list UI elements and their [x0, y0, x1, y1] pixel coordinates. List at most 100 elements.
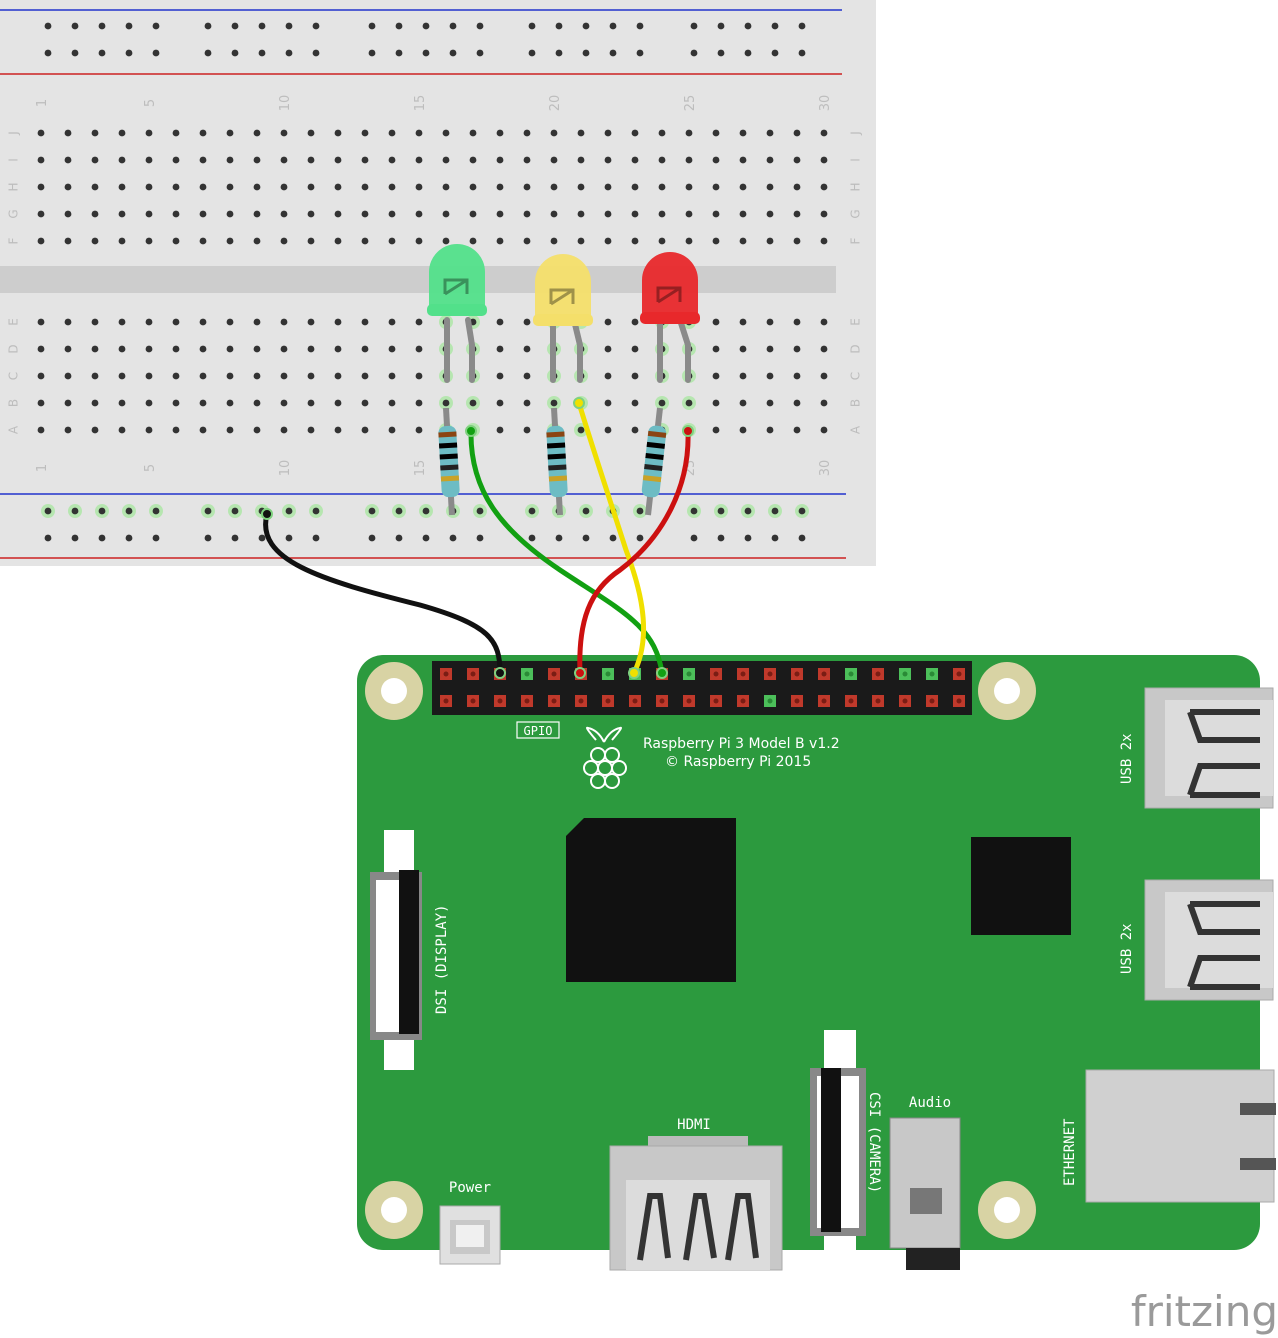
gpio-pin-hole — [767, 671, 773, 677]
breadboard-hole — [685, 129, 693, 137]
breadboard-hole — [368, 22, 376, 30]
breadboard-hole — [793, 426, 801, 434]
breadboard-hole — [739, 237, 747, 245]
breadboard-hole — [37, 426, 45, 434]
breadboard-hole — [64, 426, 72, 434]
led-base — [533, 314, 593, 326]
breadboard-hole — [231, 22, 239, 30]
breadboard-hole — [469, 183, 477, 191]
led-leg — [677, 317, 691, 383]
breadboard-hole — [71, 22, 79, 30]
breadboard-hole — [820, 210, 828, 218]
resistor-band — [642, 475, 662, 483]
breadboard-hole — [609, 49, 617, 57]
breadboard-hole — [258, 534, 266, 542]
resistor — [641, 407, 667, 516]
breadboard-hole — [118, 399, 126, 407]
breadboard-hole — [64, 210, 72, 218]
breadboard-hole — [577, 237, 585, 245]
breadboard-hole — [37, 237, 45, 245]
breadboard-hole — [550, 156, 558, 164]
resistor-band — [438, 442, 458, 449]
breadboard-hole — [798, 22, 806, 30]
breadboard-hole — [766, 345, 774, 353]
dsi-ribbon — [399, 870, 419, 1034]
breadboard-hole — [125, 507, 133, 515]
breadboard-hole — [550, 129, 558, 137]
breadboard-hole — [253, 318, 261, 326]
gpio-pin-hole — [875, 671, 881, 677]
audio-jack-hole — [910, 1188, 942, 1214]
breadboard-hole — [712, 426, 720, 434]
breadboard-hole — [469, 399, 477, 407]
usb-slot-icon — [1187, 955, 1260, 990]
gpio-pin-hole — [470, 671, 476, 677]
breadboard-hole — [771, 534, 779, 542]
breadboard-hole — [172, 345, 180, 353]
breadboard-hole — [798, 49, 806, 57]
row-letter: J — [7, 131, 21, 136]
breadboard-hole — [388, 318, 396, 326]
breadboard-holes — [37, 22, 828, 542]
breadboard-hole — [280, 372, 288, 380]
breadboard-hole — [442, 399, 450, 407]
led-die — [656, 286, 682, 304]
breadboard-hole — [280, 156, 288, 164]
gpio-pin-hole — [605, 698, 611, 704]
breadboard-hole — [145, 129, 153, 137]
breadboard-hole — [280, 183, 288, 191]
gpio-pin-hole — [578, 698, 584, 704]
breadboard-hole — [37, 156, 45, 164]
breadboard-hole — [631, 399, 639, 407]
usb-controller-chip — [971, 837, 1071, 935]
column-number: 5 — [143, 99, 158, 107]
usb-slot-icon — [1187, 763, 1260, 798]
breadboard-hole — [118, 372, 126, 380]
breadboard-hole — [496, 318, 504, 326]
breadboard-hole — [550, 399, 558, 407]
breadboard-hole — [312, 507, 320, 515]
breadboard-hole — [631, 129, 639, 137]
breadboard-hole — [766, 237, 774, 245]
breadboard-hole — [793, 156, 801, 164]
breadboard-hole — [307, 318, 315, 326]
breadboard-hole — [226, 318, 234, 326]
breadboard-hole — [523, 399, 531, 407]
breadboard-hole — [685, 156, 693, 164]
gpio-pin-hole — [794, 671, 800, 677]
breadboard-hole — [172, 399, 180, 407]
breadboard-hole — [226, 156, 234, 164]
breadboard-hole — [739, 318, 747, 326]
breadboard-hole — [469, 210, 477, 218]
breadboard-hole — [118, 426, 126, 434]
breadboard-hole — [469, 237, 477, 245]
leds — [427, 244, 700, 326]
breadboard-hole — [604, 426, 612, 434]
gpio-pin-hole — [659, 698, 665, 704]
breadboard-hole — [496, 129, 504, 137]
resistor-band — [438, 431, 457, 438]
breadboard-hole — [199, 210, 207, 218]
gpio-pin-hole — [443, 671, 449, 677]
breadboard-hole — [771, 49, 779, 57]
breadboard-hole — [388, 426, 396, 434]
breadboard-hole — [793, 183, 801, 191]
breadboard-hole — [172, 156, 180, 164]
breadboard-hole — [307, 426, 315, 434]
breadboard-hole — [312, 49, 320, 57]
breadboard-hole — [496, 210, 504, 218]
breadboard-hole — [172, 210, 180, 218]
wire-end — [573, 397, 585, 409]
breadboard-hole — [523, 372, 531, 380]
breadboard-hole — [604, 129, 612, 137]
breadboard-hole — [226, 210, 234, 218]
breadboard-hole — [98, 49, 106, 57]
breadboard-hole — [582, 507, 590, 515]
breadboard-hole — [476, 22, 484, 30]
breadboard-hole — [658, 237, 666, 245]
breadboard-hole — [71, 534, 79, 542]
ethernet-port — [1085, 1069, 1276, 1203]
breadboard-hole — [449, 534, 457, 542]
wire-end — [628, 667, 640, 679]
breadboard-hole — [280, 210, 288, 218]
